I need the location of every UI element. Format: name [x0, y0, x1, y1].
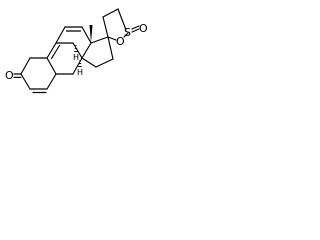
steroid-spiro-sultine-structure: O O S O H H [5, 8, 148, 94]
ring-a [20, 57, 57, 94]
ring-c [55, 26, 92, 59]
h-8-hash [74, 45, 78, 52]
h-8-label: H [73, 53, 79, 62]
h-14-label: H [77, 68, 83, 77]
ring-d [81, 36, 114, 68]
sulfur-label: S [124, 26, 131, 39]
methyl-wedge [89, 25, 93, 43]
ketone-group [13, 73, 22, 78]
sultine-ring [102, 8, 140, 41]
h-14-hash [78, 60, 82, 67]
sulfinyl-oxygen-label: O [139, 22, 148, 35]
ketone-oxygen-label: O [5, 69, 14, 82]
ring-oxygen-label: O [116, 35, 125, 48]
